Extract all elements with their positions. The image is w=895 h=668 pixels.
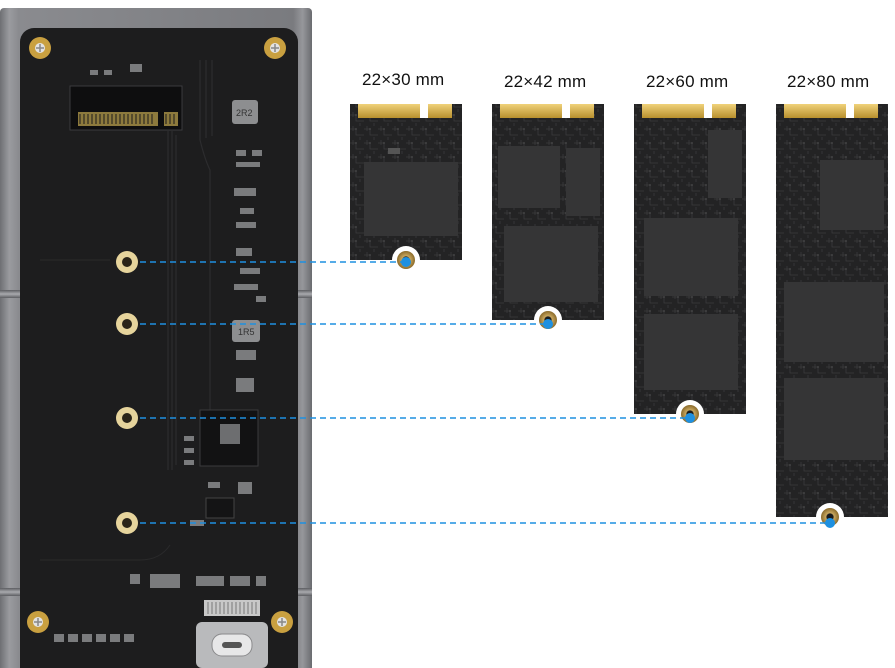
guide-dot <box>401 257 411 267</box>
label-22x60: 22×60 mm <box>646 72 729 91</box>
inductor: 2R2 <box>232 100 258 124</box>
ic-chip <box>205 497 235 519</box>
ssd-2260 <box>634 104 746 423</box>
mount-hole-icon <box>116 251 138 273</box>
label-22x42: 22×42 mm <box>504 72 587 91</box>
guide-dot <box>685 413 695 423</box>
label-22x30: 22×30 mm <box>362 70 445 89</box>
guide-dot <box>825 518 835 528</box>
screw-icon <box>27 611 49 633</box>
ssd-2230 <box>350 104 462 269</box>
guide-dot <box>543 319 553 329</box>
m2-connector <box>69 85 183 131</box>
ssd-2242 <box>492 104 604 329</box>
inductor: 1R5 <box>232 320 260 342</box>
board-details: 2R2 1R5 <box>27 37 293 668</box>
enclosure-board <box>20 28 298 668</box>
inductor-1-label: 2R2 <box>236 108 253 118</box>
screw-icon <box>264 37 286 59</box>
controller-chip <box>199 409 259 467</box>
guide-lines <box>140 261 830 524</box>
mount-hole-icon <box>116 512 138 534</box>
screw-icon <box>29 37 51 59</box>
mount-hole-icon <box>116 313 138 335</box>
label-22x80: 22×80 mm <box>787 72 870 91</box>
mount-hole-icon <box>116 407 138 429</box>
inductor-2-label: 1R5 <box>238 327 255 337</box>
ssd-2280 <box>776 104 888 526</box>
usb-c-port <box>196 600 268 668</box>
screw-icon <box>271 611 293 633</box>
